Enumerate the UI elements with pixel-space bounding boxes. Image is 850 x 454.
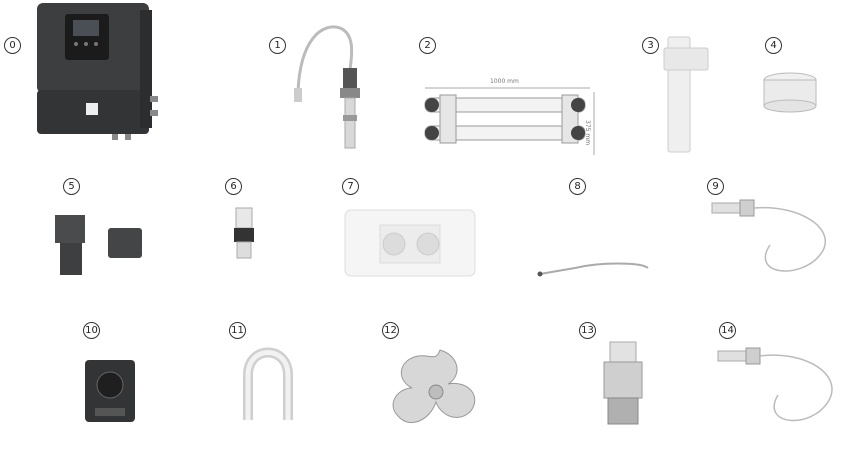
label-2: 2 [419,37,436,54]
label-3: 3 [642,37,659,54]
label-0: 0 [4,37,21,54]
label-7: 7 [342,178,359,195]
label-10: 10 [83,322,100,339]
label-9: 9 [707,178,724,195]
label-13: 13 [579,322,596,339]
label-8: 8 [569,178,586,195]
label-1: 1 [269,37,286,54]
label-6: 6 [225,178,242,195]
label-12: 12 [382,322,399,339]
cell-width-label: 375 mm [584,120,591,146]
label-14: 14 [719,322,736,339]
label-5: 5 [63,178,80,195]
cell-length-label: 1000 mm [490,78,519,85]
label-11: 11 [229,322,246,339]
label-4: 4 [765,37,782,54]
